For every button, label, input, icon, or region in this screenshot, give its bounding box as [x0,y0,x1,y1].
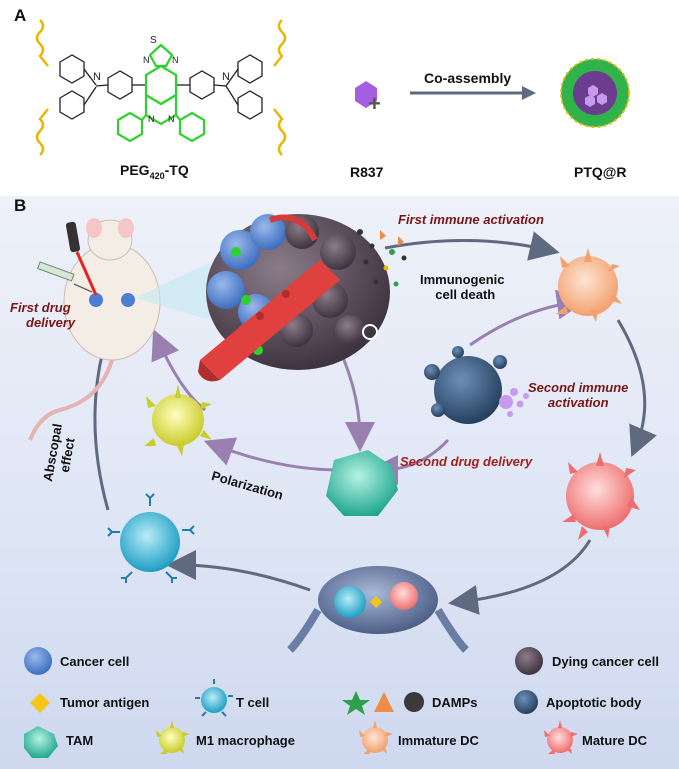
n-atom-core4: N [168,114,175,124]
panel-a-graphics: N N S N N N N [35,19,630,156]
legend-damp-triangle-icon [374,692,394,712]
legend-icons [24,647,578,758]
n-atom-core2: N [172,55,179,65]
second-drug-delivery-label: Second drug delivery [400,454,533,469]
tq-core [116,43,206,143]
ptq-nanoparticle [560,58,630,128]
legend-apoptotic-body-icon [514,690,538,714]
apoptotic-body [424,346,529,424]
legend-m1-macrophage-label: M1 macrophage [196,733,295,748]
panel-b-letter: B [14,196,27,215]
panel-a-letter: A [14,6,27,25]
mature-dc-cycle [562,452,640,540]
n-atom-core1: N [143,55,150,65]
n-atom-core3: N [148,114,155,124]
syringe [37,261,93,293]
legend-m1-macrophage-icon [156,720,190,754]
n-atom-right: N [222,71,230,83]
sia-line2: activation [547,395,609,410]
icd-line1: Immunogenic [420,272,505,287]
compound-name: PEG [120,162,150,178]
co-assembly-arrowhead [522,86,536,100]
peg-chains [35,19,287,156]
compound-subscript: 420 [149,170,165,181]
legend-t-cell-label: T cell [236,695,270,710]
legend-dying-cancer-cell-label: Dying cancer cell [552,654,659,669]
legend-immature-dc-icon [359,720,393,754]
fdd-line2: delivery [26,315,76,330]
second-immune-activation-label: Second immune activation [528,380,628,410]
mouse [28,218,161,441]
legend-apoptotic-body-label: Apoptotic body [546,695,642,710]
apoptotic-to-dc-arrow [469,289,587,347]
first-drug-delivery-label: First drug delivery [10,300,75,330]
lymph-node [287,566,469,653]
light-beam [135,262,210,320]
t-cell-cycle [107,493,195,583]
compound-suffix: -TQ [164,162,189,178]
polarization-arrow [203,437,341,472]
phenyl-rings [59,54,263,120]
legend-tumor-antigen-label: Tumor antigen [60,695,150,710]
legend-cancer-cell-icon [24,647,52,675]
icd-line2: cell death [435,287,496,302]
s-atom: S [150,35,157,46]
m1-macrophage [144,384,212,456]
legend-damp-star-icon [342,691,370,715]
immunogenic-cell-death-label: Immunogenic cell death [420,272,505,302]
fdd-line1: First drug [10,300,71,315]
compound-label: PEG420-TQ [120,162,189,181]
legend-tumor-antigen-icon [30,693,50,713]
plus-symbol: + [368,91,381,116]
first-immune-activation-label: First immune activation [398,212,544,227]
sia-line1: Second immune [528,380,629,395]
laser-device [65,221,98,296]
arrow-to-mature-dc [616,319,657,458]
m1-to-mouse-arrow [151,329,206,412]
legend-cancer-cell-label: Cancer cell [60,654,130,669]
legend-dying-cancer-cell-icon [515,647,543,675]
legend-mature-dc-label: Mature DC [582,733,648,748]
legend-tam-label: TAM [66,733,94,748]
legend-immature-dc-label: Immature DC [398,733,479,748]
legend-damp-sphere-icon [404,692,424,712]
co-assembly-label: Co-assembly [424,70,512,86]
arrow-to-immature-dc [384,231,560,261]
product-label: PTQ@R [574,164,627,180]
arrow-to-tcell [166,550,311,592]
r837-icon [355,81,377,108]
drug-label: R837 [350,164,384,180]
arrow-to-lymph-node [448,539,592,615]
tumor-mass [198,214,390,382]
damp-particles [357,229,407,340]
tam-cell [326,450,398,516]
n-atom-left: N [93,71,101,83]
immature-dc [556,248,622,322]
legend-damps-label: DAMPs [432,695,478,710]
legend-tam-icon [24,726,58,758]
legend-mature-dc-icon [544,720,578,754]
legend-t-cell-icon [195,679,233,717]
